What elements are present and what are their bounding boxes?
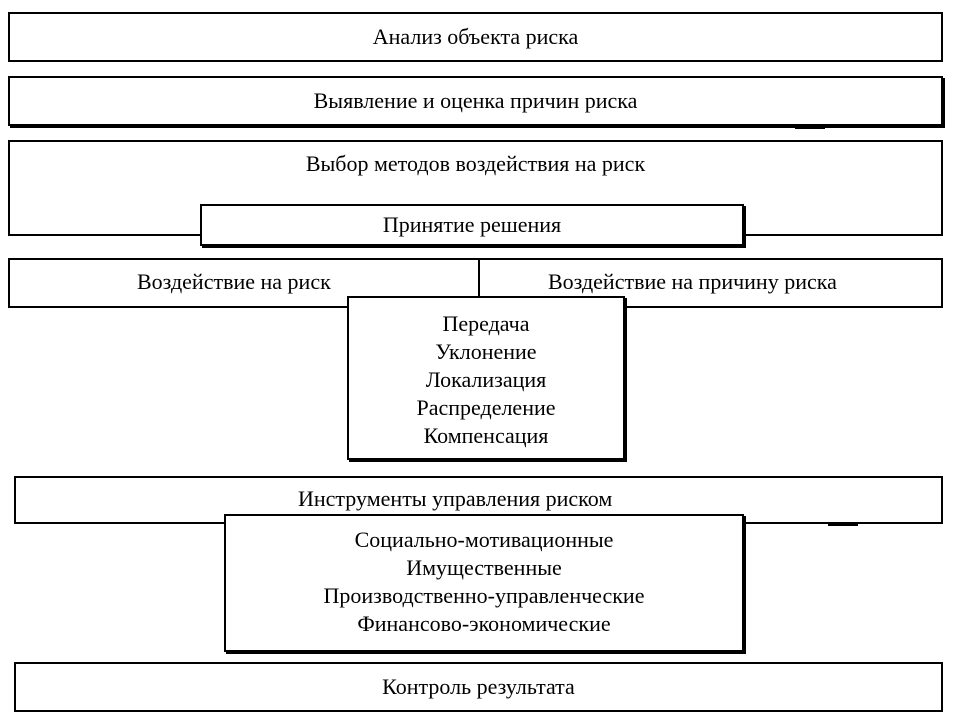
control-label: Контроль результата <box>382 674 575 699</box>
tool-item-property: Имущественные <box>406 555 562 580</box>
step-decision-label: Принятие решения <box>382 212 562 237</box>
method-item-localization: Локализация <box>425 367 547 392</box>
method-item-avoidance: Уклонение <box>435 339 537 364</box>
step-identification-box: Выявление и оценка причин риска <box>8 76 943 126</box>
tools-label: Инструменты управления риском <box>298 486 613 511</box>
step-analysis-label: Анализ объекта риска <box>372 24 579 49</box>
step-methods-label: Выбор методов воздействия на риск <box>305 151 646 176</box>
tool-item-social: Социально-мотивационные <box>354 527 614 552</box>
impact-on-cause-label: Воздействие на причину риска <box>548 269 837 294</box>
tool-item-financial: Финансово-экономические <box>357 611 611 636</box>
method-item-compensation: Компенсация <box>423 423 549 448</box>
step-analysis-box: Анализ объекта риска <box>8 12 943 62</box>
method-item-distribution: Распределение <box>416 395 556 420</box>
control-box: Контроль результата <box>14 662 943 712</box>
methods-list: Передача Уклонение Локализация Распредел… <box>349 310 623 450</box>
connector-tick <box>795 127 825 129</box>
step-decision-box: Принятие решения <box>200 204 744 246</box>
tool-item-production: Производственно-управленческие <box>323 583 645 608</box>
tools-list: Социально-мотивационные Имущественные Пр… <box>226 526 742 638</box>
tools-list-box: Социально-мотивационные Имущественные Пр… <box>224 514 744 652</box>
step-identification-label: Выявление и оценка причин риска <box>313 88 638 113</box>
method-item-transfer: Передача <box>442 311 530 336</box>
connector-tick <box>828 524 858 526</box>
impact-on-risk-label: Воздействие на риск <box>137 269 331 294</box>
methods-list-box: Передача Уклонение Локализация Распредел… <box>347 296 625 460</box>
